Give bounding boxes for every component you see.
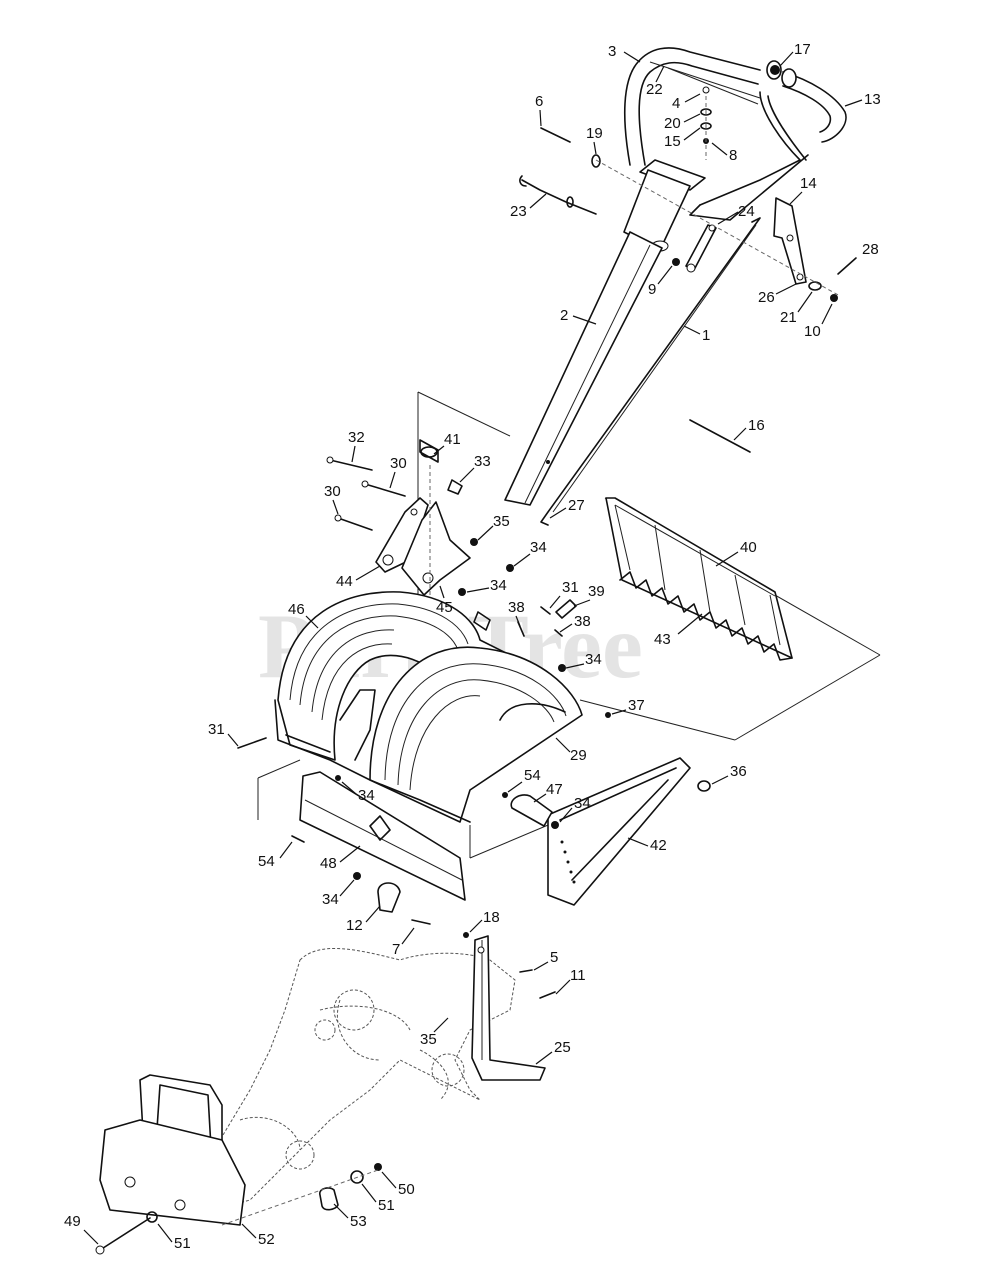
handle-tube	[504, 231, 663, 506]
control-rod	[540, 217, 761, 526]
callout-21: 21	[780, 309, 797, 326]
callout-47: 47	[546, 781, 563, 798]
callout-31a: 31	[562, 579, 579, 596]
callout-30a: 30	[390, 455, 407, 472]
callout-42: 42	[650, 837, 667, 854]
callout-52: 52	[258, 1231, 275, 1248]
callout-30b: 30	[324, 483, 341, 500]
hardware-bottom	[95, 1163, 382, 1255]
handlebar-assembly	[624, 47, 847, 221]
callout-49: 49	[64, 1213, 81, 1230]
callout-37: 37	[628, 697, 645, 714]
bracket-bolts	[237, 456, 611, 749]
callout-14: 14	[800, 175, 817, 192]
callout-54b: 54	[258, 853, 275, 870]
callout-32: 32	[348, 429, 365, 446]
callout-5: 5	[550, 949, 558, 966]
callout-27: 27	[568, 497, 585, 514]
callout-22: 22	[646, 81, 663, 98]
callout-19: 19	[586, 125, 603, 142]
callout-9: 9	[648, 281, 656, 298]
callout-35a: 35	[493, 513, 510, 530]
callout-36: 36	[730, 763, 747, 780]
drag-bar-plate	[547, 757, 711, 906]
callout-26: 26	[758, 289, 775, 306]
callout-labels: 3 17 22 13 4 20 15 8 6 19 23 24 14 28 9 …	[64, 41, 881, 1252]
hitch-brackets	[375, 439, 471, 640]
tine-fenders	[274, 591, 583, 823]
callout-34e: 34	[574, 795, 591, 812]
callout-16: 16	[748, 417, 765, 434]
callout-34a: 34	[530, 539, 547, 556]
callout-43: 43	[654, 631, 671, 648]
hinge-and-bar	[291, 771, 559, 901]
callout-1: 1	[702, 327, 710, 344]
callout-25: 25	[554, 1039, 571, 1056]
callout-41: 41	[444, 431, 461, 448]
callout-24: 24	[738, 203, 755, 220]
depth-stake	[377, 882, 556, 1081]
callout-54a: 54	[524, 767, 541, 784]
callout-28: 28	[862, 241, 879, 258]
callout-34f: 34	[322, 891, 339, 908]
callout-23: 23	[510, 203, 527, 220]
callout-13: 13	[864, 91, 881, 108]
front-bumper	[99, 1074, 246, 1226]
callout-44: 44	[336, 573, 353, 590]
callout-10: 10	[804, 323, 821, 340]
link-and-bracket	[685, 197, 807, 285]
callout-3: 3	[608, 43, 616, 60]
callout-34c: 34	[585, 651, 602, 668]
callout-15: 15	[664, 133, 681, 150]
callout-45: 45	[436, 599, 453, 616]
callout-12: 12	[346, 917, 363, 934]
tine-shield	[605, 497, 793, 661]
callout-48: 48	[320, 855, 337, 872]
callout-39: 39	[588, 583, 605, 600]
callout-38a: 38	[508, 599, 525, 616]
callout-34b: 34	[490, 577, 507, 594]
callout-31b: 31	[208, 721, 225, 738]
callout-20: 20	[664, 115, 681, 132]
callout-51a: 51	[378, 1197, 395, 1214]
callout-6: 6	[535, 93, 543, 110]
callout-8: 8	[729, 147, 737, 164]
callout-51b: 51	[174, 1235, 191, 1252]
callout-4: 4	[672, 95, 680, 112]
callout-17: 17	[794, 41, 811, 58]
callout-40: 40	[740, 539, 757, 556]
callout-38b: 38	[574, 613, 591, 630]
callout-34d: 34	[358, 787, 375, 804]
callout-35b: 35	[420, 1031, 437, 1048]
callout-29: 29	[570, 747, 587, 764]
hardware-top	[519, 65, 857, 453]
callout-46: 46	[288, 601, 305, 618]
callout-2: 2	[560, 307, 568, 324]
callout-53: 53	[350, 1213, 367, 1230]
callout-18: 18	[483, 909, 500, 926]
callout-7: 7	[392, 941, 400, 958]
callout-11: 11	[570, 967, 586, 984]
callout-33: 33	[474, 453, 491, 470]
callout-50: 50	[398, 1181, 415, 1198]
